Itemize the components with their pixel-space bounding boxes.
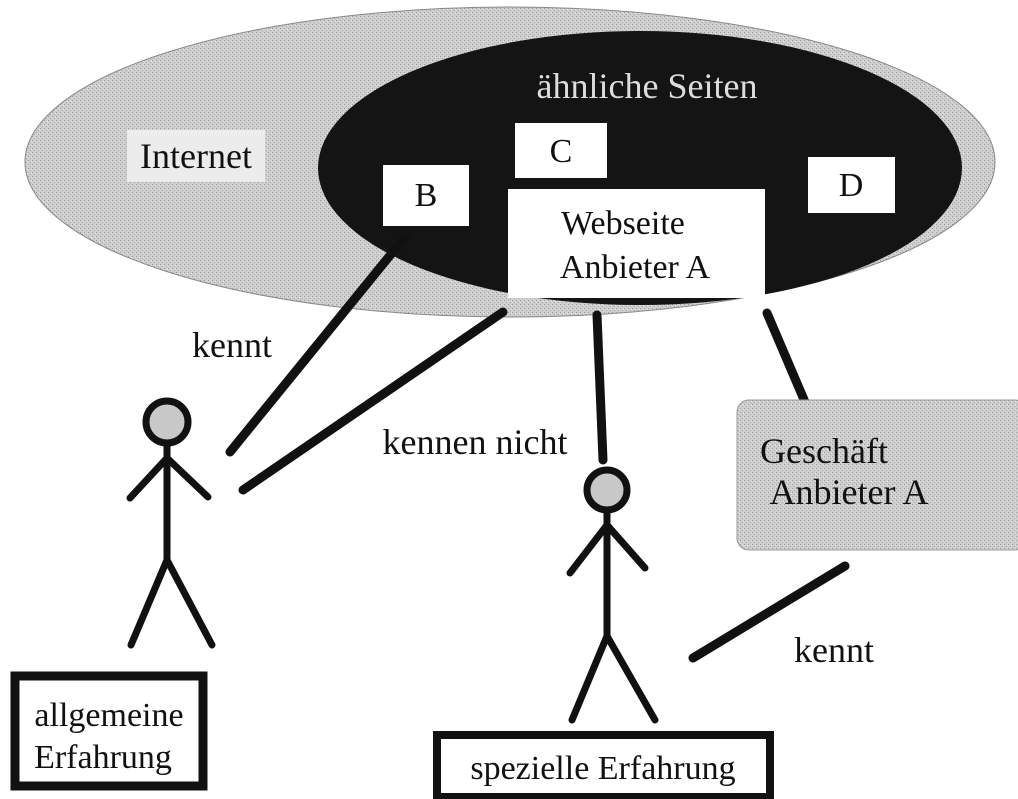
special-experience-label: spezielle Erfahrung [470,750,735,787]
site-d-label: D [839,167,864,204]
general-experience-box [10,671,208,791]
website-a-label-line2: Anbieter A [560,249,711,286]
line-website-to-general [238,307,508,495]
general-experience-line2: Erfahrung [34,739,172,776]
stick-figure-special-head [583,466,631,514]
similar-pages-label: ähnliche Seiten [537,66,758,106]
store-a-label-line2: Anbieter A [770,472,929,512]
general-experience-line1: allgemeine [34,697,183,734]
line-website-to-store [762,308,810,407]
connection-lines [225,232,850,663]
knows-label-bottom: kennt [794,630,874,670]
stick-figure-general [126,397,216,649]
stick-figure-general-head [142,397,192,447]
site-b-box [383,165,469,226]
similar-pages-ellipse [318,31,962,305]
knows-label-top: kennt [192,325,272,365]
dont-know-label: kennen nicht [383,422,568,462]
store-a-label-line1: Geschäft [760,431,888,471]
stick-figure-special [566,466,659,724]
special-experience-box [433,731,774,799]
site-c-label: C [550,133,573,170]
site-c-box [515,123,607,178]
line-b-to-general [225,232,410,457]
site-b-label: B [415,177,438,214]
internet-label: Internet [140,136,252,176]
website-a-label-line1: Webseite [561,205,685,242]
site-d-box [808,157,895,213]
store-a-box [736,399,1018,551]
internet-label-box [127,130,265,182]
line-website-to-special [592,310,608,465]
website-a-box [508,189,765,298]
line-store-to-special [688,561,850,663]
